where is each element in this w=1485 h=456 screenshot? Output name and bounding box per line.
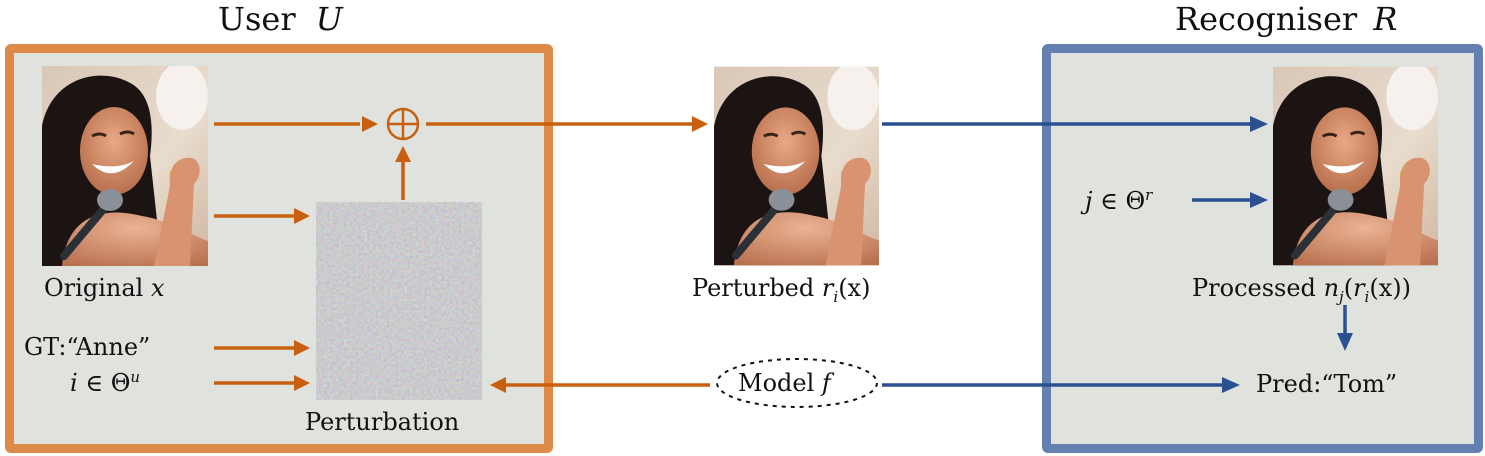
- user-param-rel: ∈ Θ: [85, 369, 131, 397]
- processed-label: Processed nj(ri(x)): [1192, 276, 1411, 305]
- processed-close: (x)): [1369, 274, 1411, 302]
- processed-sub-j: j: [1339, 287, 1344, 306]
- original-label-symbol: x: [150, 274, 165, 302]
- user-title: User U: [218, 0, 343, 38]
- perturbation-label: Perturbation: [305, 408, 460, 436]
- user-param-sup: u: [130, 368, 141, 386]
- user-param-label: i ∈ Θu: [70, 368, 141, 397]
- ground-truth-label: GT:“Anne”: [24, 333, 151, 361]
- user-symbol: U: [315, 0, 343, 38]
- perturbed-arg: (x): [838, 274, 871, 302]
- model-ellipse: [716, 358, 878, 408]
- rec-param-sup: r: [1145, 186, 1153, 204]
- processed-n: n: [1323, 274, 1340, 302]
- recogniser-param-label: j ∈ Θr: [1085, 186, 1153, 215]
- perturbed-func: r: [821, 274, 834, 302]
- recogniser-title-text: Recogniser: [1175, 0, 1358, 38]
- rec-param-rel: ∈ Θ: [1100, 187, 1146, 215]
- prediction-label: Pred:“Tom”: [1256, 370, 1398, 398]
- model-label-symbol: f: [821, 369, 831, 397]
- processed-open: (: [1343, 274, 1354, 302]
- model-label-text: Model: [738, 369, 815, 397]
- processed-sub-i: i: [1364, 287, 1370, 306]
- perturbed-label-text: Perturbed: [692, 274, 815, 302]
- perturbed-sub: i: [833, 287, 839, 306]
- user-title-text: User: [218, 0, 296, 38]
- recogniser-title: Recogniser R: [1175, 0, 1397, 38]
- perturbation-image: [316, 202, 482, 400]
- rec-param-var: j: [1085, 187, 1093, 215]
- processed-label-text: Processed: [1192, 274, 1316, 302]
- recogniser-symbol: R: [1373, 0, 1398, 38]
- original-label: Original x: [44, 276, 165, 300]
- original-label-text: Original: [44, 274, 144, 302]
- processed-r: r: [1353, 274, 1365, 302]
- model-label: Model f: [738, 371, 831, 395]
- perturbed-label: Perturbed ri(x): [692, 276, 870, 305]
- user-param-var: i: [70, 369, 78, 397]
